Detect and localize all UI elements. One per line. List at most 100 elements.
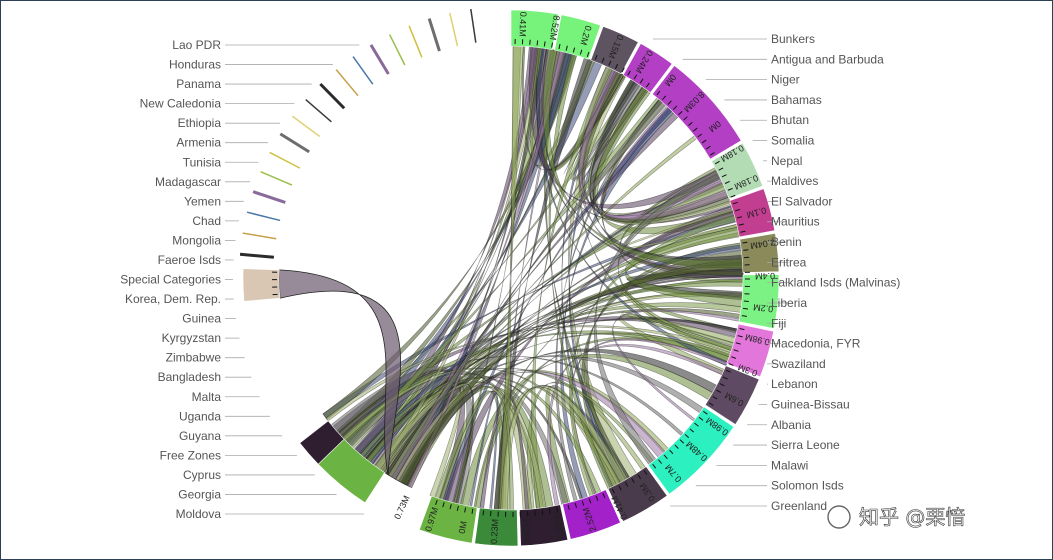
arc-tick xyxy=(740,230,746,233)
label-fiji: Fiji xyxy=(771,316,786,330)
arc-tick xyxy=(595,495,599,501)
ribbon[interactable] xyxy=(322,216,737,419)
ribbon[interactable] xyxy=(385,135,698,477)
label-cyprus: Cyprus xyxy=(183,468,221,482)
arc-bangladesh[interactable] xyxy=(418,495,478,544)
arc-moldova[interactable] xyxy=(474,507,519,547)
arc-antigua-and-barbuda[interactable] xyxy=(554,14,601,60)
arc-tick xyxy=(735,342,741,345)
ribbon[interactable] xyxy=(388,99,667,480)
arc-tick xyxy=(708,402,714,406)
label-faeroe-isds: Faeroe Isds xyxy=(158,253,221,267)
arc-tick xyxy=(618,485,622,491)
small-arc[interactable] xyxy=(470,8,477,43)
ribbon[interactable] xyxy=(325,325,733,422)
ribbon[interactable] xyxy=(398,52,573,485)
arc-tick xyxy=(724,181,730,184)
arc-tick xyxy=(743,249,749,251)
label-bahamas: Bahamas xyxy=(771,93,822,107)
label-lebanon: Lebanon xyxy=(771,377,818,391)
arc-tick xyxy=(667,100,672,105)
ribbon[interactable] xyxy=(385,382,475,505)
small-arc[interactable] xyxy=(388,34,406,66)
small-arc[interactable] xyxy=(269,151,301,169)
arc-tick xyxy=(435,499,438,505)
arc-tick xyxy=(727,187,733,191)
small-arc[interactable] xyxy=(305,98,332,123)
arc-tick xyxy=(615,63,619,69)
arc-tick xyxy=(694,422,699,427)
ribbon[interactable] xyxy=(400,348,718,487)
arc-tick xyxy=(624,481,629,487)
arc-special-categories[interactable] xyxy=(242,268,281,302)
arc-tick xyxy=(565,45,568,51)
arc-lower-left-1[interactable] xyxy=(299,420,345,465)
ribbon[interactable] xyxy=(401,278,744,485)
label-somalia: Somalia xyxy=(771,134,815,148)
arc-solomon-isds[interactable] xyxy=(647,406,735,495)
small-arc[interactable] xyxy=(319,82,346,110)
label-malawi: Malawi xyxy=(771,458,808,472)
arc-tick xyxy=(669,449,674,455)
arc-benin[interactable] xyxy=(651,65,742,160)
label-greenland: Greenland xyxy=(771,499,827,513)
label-chad: Chad xyxy=(192,214,221,228)
small-arc[interactable] xyxy=(369,44,390,75)
arc-cyprus[interactable] xyxy=(562,489,621,540)
small-arc[interactable] xyxy=(279,132,310,154)
arc-tick xyxy=(742,241,748,244)
ribbons-layer xyxy=(278,45,744,511)
arc-tick xyxy=(643,470,648,475)
arc-tick xyxy=(689,428,695,433)
arc-tick xyxy=(662,95,667,100)
label-maldives: Maldives xyxy=(771,174,818,188)
small-arc[interactable] xyxy=(352,56,374,85)
ribbon[interactable] xyxy=(394,88,647,481)
label-uganda: Uganda xyxy=(179,409,221,423)
arc-falkland-isds-malvinas[interactable] xyxy=(711,142,764,199)
arc-malawi[interactable] xyxy=(704,365,760,425)
arc-tick xyxy=(601,57,605,63)
ribbon[interactable] xyxy=(407,50,565,489)
label-niger: Niger xyxy=(771,73,800,87)
arc-lebanon[interactable] xyxy=(738,274,780,329)
arc-tick xyxy=(456,505,459,511)
label-malta: Malta xyxy=(192,390,222,404)
arc-albania[interactable] xyxy=(726,323,775,378)
label-eritrea: Eritrea xyxy=(771,255,807,269)
small-arc[interactable] xyxy=(242,232,277,240)
arc-tick xyxy=(652,463,657,469)
arc-tick xyxy=(541,509,544,515)
ribbon[interactable] xyxy=(398,258,744,486)
small-arc[interactable] xyxy=(335,69,359,97)
arc-tick xyxy=(588,498,592,504)
arc-nepal[interactable] xyxy=(622,43,673,94)
arc-georgia[interactable] xyxy=(519,504,569,547)
label-falkland-isds-malvinas: Falkland Isds (Malvinas) xyxy=(771,276,900,290)
small-arc[interactable] xyxy=(239,252,275,259)
arc-tick xyxy=(674,444,679,449)
label-bunkers: Bunkers xyxy=(771,32,815,46)
label-madagascar: Madagascar xyxy=(155,175,221,189)
small-arc[interactable] xyxy=(252,190,286,204)
arc-tick xyxy=(714,160,720,165)
small-arc[interactable] xyxy=(260,171,293,186)
ribbon-special-categories[interactable] xyxy=(278,269,401,475)
label-ethiopia: Ethiopia xyxy=(178,116,222,130)
small-arc[interactable] xyxy=(408,25,423,58)
arc-greenland[interactable] xyxy=(607,466,668,522)
small-arc[interactable] xyxy=(291,115,321,138)
arcs-layer xyxy=(242,9,780,547)
arc-tick xyxy=(697,133,703,138)
arc-tick xyxy=(698,416,704,421)
arc-tick xyxy=(732,201,738,205)
label-yemen: Yemen xyxy=(184,194,221,208)
small-arc[interactable] xyxy=(449,12,459,47)
small-arc[interactable] xyxy=(427,18,441,52)
label-sierra-leone: Sierra Leone xyxy=(771,438,840,452)
tick-label: 0.36M xyxy=(551,514,566,541)
small-arc[interactable] xyxy=(246,211,281,222)
ribbon[interactable] xyxy=(403,386,554,508)
ribbon[interactable] xyxy=(393,291,743,482)
